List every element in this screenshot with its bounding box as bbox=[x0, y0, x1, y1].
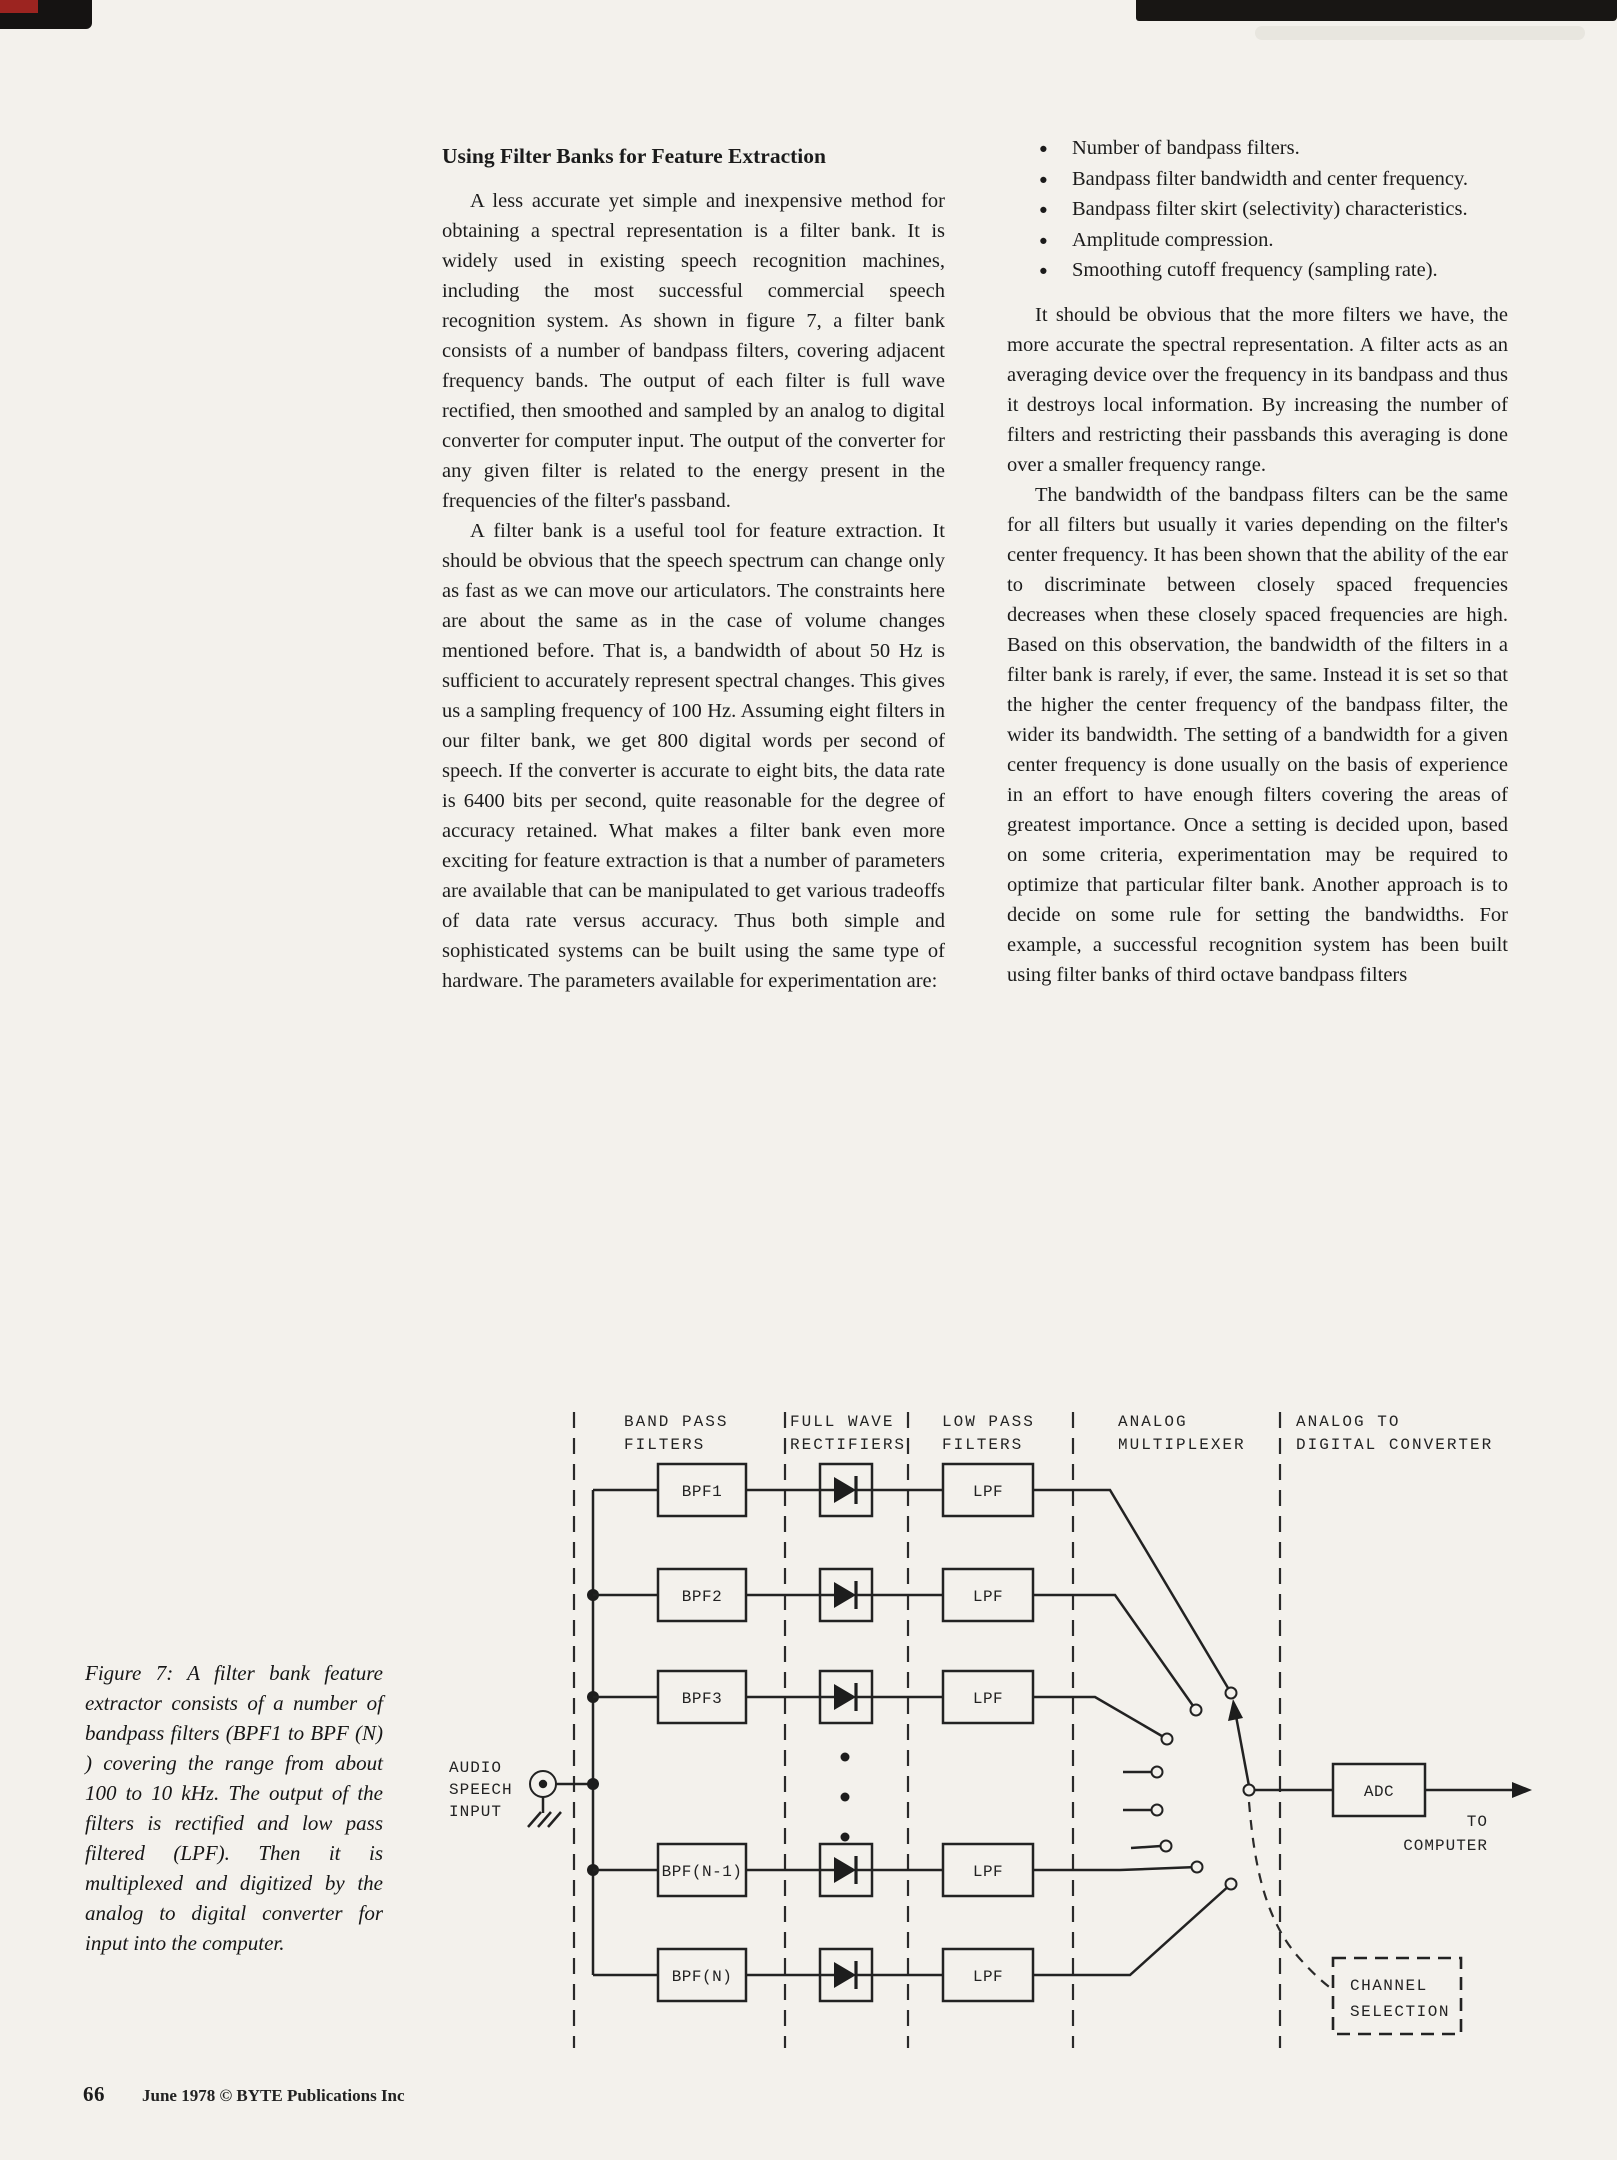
page-number: 66 bbox=[83, 2082, 105, 2106]
rectifier-diode-icon bbox=[818, 1669, 874, 1725]
svg-text:LPF: LPF bbox=[973, 1863, 1003, 1881]
multiplexer-contact bbox=[1190, 1860, 1204, 1874]
diagram-section-headers: BAND PASS FILTERS FULL WAVE RECTIFIERS L… bbox=[624, 1413, 1493, 1454]
audio-input: AUDIO SPEECH INPUT bbox=[449, 1759, 593, 1828]
rectifier-diode-icon bbox=[818, 1462, 874, 1518]
right-column: Number of bandpass filters. Bandpass fil… bbox=[1007, 133, 1508, 990]
bpf-box bbox=[656, 1462, 748, 1518]
arrowhead-icon bbox=[1512, 1782, 1532, 1798]
svg-text:TO: TO bbox=[1467, 1813, 1488, 1831]
svg-text:BPF3: BPF3 bbox=[682, 1690, 722, 1708]
svg-text:LPF: LPF bbox=[973, 1588, 1003, 1606]
footer-text: June 1978 © BYTE Publications Inc bbox=[142, 2086, 405, 2105]
hidden-channels-ellipsis bbox=[840, 1752, 850, 1842]
svg-text:SELECTION: SELECTION bbox=[1350, 2003, 1450, 2021]
paragraph: A less accurate yet simple and inexpensi… bbox=[442, 190, 945, 512]
header-fullwave-rectifiers: FULL WAVE bbox=[790, 1413, 894, 1431]
bullet-item: Bandpass filter skirt (selectivity) char… bbox=[1039, 194, 1508, 225]
bullet-item: Amplitude compression. bbox=[1039, 225, 1508, 255]
multiplexer-contact bbox=[1224, 1877, 1238, 1891]
svg-text:BPF1: BPF1 bbox=[682, 1483, 722, 1501]
bpf-box bbox=[656, 1947, 748, 2003]
analog-multiplexer bbox=[1123, 1686, 1333, 1891]
signal-row-4: BPF(N-1) LPF bbox=[593, 1842, 1198, 1898]
signal-row-5: BPF(N) LPF bbox=[593, 1883, 1232, 2003]
bpf-box bbox=[656, 1669, 748, 1725]
rectifier-diode-icon bbox=[818, 1947, 874, 2003]
page-footer: 66 June 1978 © BYTE Publications Inc bbox=[83, 2082, 405, 2107]
svg-text:LPF: LPF bbox=[973, 1968, 1003, 1986]
svg-text:FILTERS: FILTERS bbox=[624, 1436, 705, 1454]
figure-caption: Figure 7: A filter bank feature extracto… bbox=[85, 1661, 383, 1955]
scan-artifact-red-corner bbox=[0, 0, 38, 13]
paragraph: A filter bank is a useful tool for featu… bbox=[442, 520, 945, 992]
svg-text:MULTIPLEXER: MULTIPLEXER bbox=[1118, 1436, 1246, 1454]
svg-text:AUDIO: AUDIO bbox=[449, 1759, 502, 1777]
ground-icon bbox=[527, 1811, 562, 1828]
svg-text:COMPUTER: COMPUTER bbox=[1403, 1837, 1488, 1855]
parameter-bullet-list: Number of bandpass filters. Bandpass fil… bbox=[1007, 133, 1508, 286]
multiplexer-pole bbox=[1242, 1783, 1256, 1797]
adc-box bbox=[1331, 1762, 1427, 1818]
bullet-item: Smoothing cutoff frequency (sampling rat… bbox=[1039, 255, 1508, 286]
multiplexer-contact bbox=[1150, 1803, 1164, 1817]
column-dividers bbox=[572, 1412, 1282, 2048]
multiplexer-contact bbox=[1160, 1732, 1174, 1746]
signal-row-2: BPF2 LPF bbox=[593, 1567, 1198, 1711]
svg-text:LPF: LPF bbox=[973, 1690, 1003, 1708]
bullet-item: Number of bandpass filters. bbox=[1039, 133, 1508, 164]
multiplexer-contact bbox=[1224, 1686, 1238, 1700]
scan-smudge bbox=[1255, 26, 1585, 40]
multiplexer-contact bbox=[1159, 1839, 1173, 1853]
header-bandpass-filters: BAND PASS bbox=[624, 1413, 728, 1431]
bpf-box bbox=[656, 1567, 748, 1623]
lpf-box bbox=[941, 1947, 1035, 2003]
rectifier-diode-icon bbox=[818, 1567, 874, 1623]
svg-text:BPF2: BPF2 bbox=[682, 1588, 722, 1606]
svg-text:SPEECH: SPEECH bbox=[449, 1781, 513, 1799]
channel-selection: CHANNEL SELECTION bbox=[1247, 1801, 1463, 2036]
channel-selection-box bbox=[1331, 1956, 1463, 2036]
svg-text:CHANNEL: CHANNEL bbox=[1350, 1977, 1428, 1995]
lpf-box bbox=[941, 1567, 1035, 1623]
input-bus bbox=[587, 1490, 599, 1975]
svg-text:BPF(N): BPF(N) bbox=[672, 1968, 733, 1986]
signal-row-1: BPF1 LPF bbox=[593, 1462, 1233, 1694]
svg-text:INPUT: INPUT bbox=[449, 1803, 502, 1821]
svg-text:DIGITAL CONVERTER: DIGITAL CONVERTER bbox=[1296, 1436, 1493, 1454]
multiplexer-contact bbox=[1150, 1765, 1164, 1779]
bullet-item: Bandpass filter bandwidth and center fre… bbox=[1039, 164, 1508, 194]
signal-row-3: BPF3 LPF bbox=[593, 1669, 1168, 1741]
article-heading: Using Filter Banks for Feature Extractio… bbox=[442, 144, 826, 168]
header-analog-multiplexer: ANALOG bbox=[1118, 1413, 1188, 1431]
selector-arm bbox=[1234, 1715, 1251, 1787]
svg-text:FILTERS: FILTERS bbox=[942, 1436, 1023, 1454]
left-column: Using Filter Banks for Feature Extractio… bbox=[442, 143, 945, 996]
header-lowpass-filters: LOW PASS bbox=[942, 1413, 1035, 1431]
selector-arrowhead-icon bbox=[1228, 1699, 1243, 1721]
svg-text:RECTIFIERS: RECTIFIERS bbox=[790, 1436, 906, 1454]
svg-text:ADC: ADC bbox=[1364, 1783, 1394, 1801]
lpf-box bbox=[941, 1842, 1035, 1898]
svg-text:BPF(N-1): BPF(N-1) bbox=[662, 1863, 743, 1881]
multiplexer-contact bbox=[1189, 1703, 1203, 1717]
rectifier-diode-icon bbox=[818, 1842, 874, 1898]
paragraph: It should be obvious that the more filte… bbox=[1007, 303, 1508, 476]
header-adc: ANALOG TO bbox=[1296, 1413, 1400, 1431]
scan-artifact-top-right bbox=[1136, 0, 1617, 21]
svg-text:LPF: LPF bbox=[973, 1483, 1003, 1501]
paragraph: The bandwidth of the bandpass filters ca… bbox=[1007, 483, 1508, 986]
adc-stage: ADC TO COMPUTER bbox=[1331, 1762, 1532, 1855]
